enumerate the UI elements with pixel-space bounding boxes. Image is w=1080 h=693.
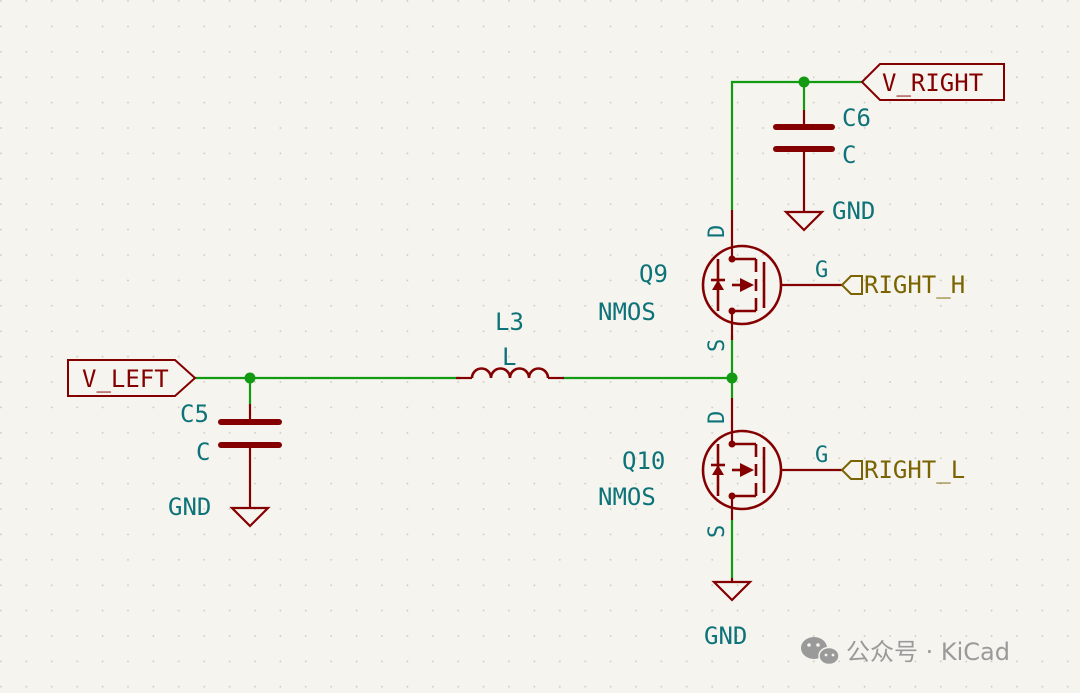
inductor-l3[interactable]: L3 L [456, 308, 564, 380]
net-label-v-left-text: V_LEFT [82, 365, 169, 393]
q10-pin-s: S [705, 525, 730, 538]
net-label-v-left[interactable]: V_LEFT [67, 359, 197, 397]
c6-value: C [842, 141, 856, 169]
gnd-symbol-c6[interactable]: GND [783, 197, 875, 232]
mosfet-q9[interactable]: Q9 NMOS G D S [598, 210, 842, 352]
q10-pin-g: G [815, 443, 828, 468]
hierarchical-label-right-l[interactable]: RIGHT_L [840, 456, 965, 484]
junction-switch-node [726, 372, 738, 384]
q9-pin-d: D [705, 225, 730, 238]
q9-pin-g: G [815, 258, 828, 283]
capacitor-c6[interactable]: C6 C [773, 82, 871, 212]
wechat-icon [801, 637, 840, 666]
capacitor-c5[interactable]: C5 C [180, 378, 282, 508]
q9-pin-s: S [705, 339, 730, 352]
l3-value: L [502, 343, 516, 371]
gnd-symbol-c5[interactable]: GND [168, 493, 271, 528]
gnd-label-c6: GND [832, 197, 875, 225]
net-label-v-right-text: V_RIGHT [882, 69, 983, 97]
q10-pin-d: D [705, 411, 730, 424]
q10-value: NMOS [598, 483, 656, 511]
watermark: 公众号 · KiCad [801, 637, 1010, 666]
q9-value: NMOS [598, 298, 656, 326]
hierarchical-label-right-l-text: RIGHT_L [864, 456, 965, 484]
hierarchical-label-right-h-text: RIGHT_H [864, 271, 965, 299]
l3-reference: L3 [495, 308, 524, 336]
c5-value: C [196, 438, 210, 466]
hierarchical-label-right-h[interactable]: RIGHT_H [840, 271, 965, 299]
wires [195, 80, 862, 578]
c6-reference: C6 [842, 104, 871, 132]
gnd-label-q10: GND [704, 622, 747, 650]
watermark-text: 公众号 · KiCad [846, 638, 1010, 666]
mosfet-q10[interactable]: Q10 NMOS G D S [598, 398, 842, 538]
gnd-label-c5: GND [168, 493, 211, 521]
q10-reference: Q10 [622, 447, 665, 475]
gnd-symbol-q10[interactable]: GND [704, 578, 753, 650]
c5-reference: C5 [180, 400, 209, 428]
net-label-v-right[interactable]: V_RIGHT [860, 63, 1005, 101]
q9-reference: Q9 [639, 260, 668, 288]
